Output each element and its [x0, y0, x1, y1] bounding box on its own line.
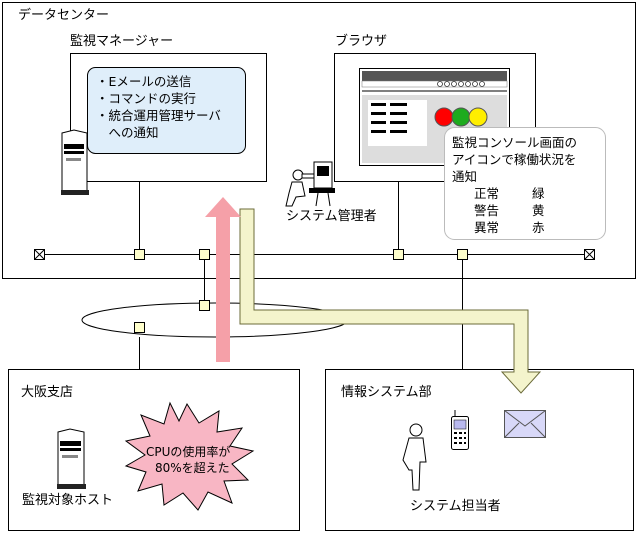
lan-terminator-left — [34, 249, 45, 260]
data-center-title: データセンター — [18, 8, 110, 23]
lan-node — [393, 249, 404, 260]
signal-green-icon — [451, 107, 471, 127]
status-legend: 正常 緑 警告 黄 異常 赤 — [474, 185, 545, 236]
status-callout-box — [444, 127, 606, 240]
osaka-title: 大阪支店 — [21, 385, 74, 400]
status-callout-text: 監視コンソール画面の アイコンで稼働状況を 通知 — [452, 134, 577, 185]
monitored-host-icon — [57, 428, 86, 489]
legend-row: 異常 赤 — [474, 219, 545, 236]
legend-color: 緑 — [532, 186, 545, 201]
manager-title: 監視マネージャー — [70, 34, 174, 49]
wan-node — [134, 322, 145, 333]
info-dept-frame — [325, 369, 634, 531]
person-icon — [402, 423, 427, 491]
manager-actions-list: ・Eメールの送信 ・コマンドの実行 ・統合運用管理サーバ への通知 — [96, 73, 221, 141]
callout-line: 監視コンソール画面の — [452, 135, 578, 150]
legend-color: 黄 — [532, 203, 545, 218]
info-dept-title: 情報システム部 — [341, 385, 432, 400]
mail-envelope-icon — [504, 410, 546, 438]
signal-red-icon — [434, 107, 454, 127]
lan-node — [199, 249, 210, 260]
alert-arrow — [205, 197, 241, 362]
signal-yellow-icon — [468, 107, 488, 127]
notification-arrow — [239, 208, 542, 394]
legend-state: 正常 — [474, 186, 500, 201]
legend-state: 異常 — [474, 220, 500, 235]
callout-line: 通知 — [452, 169, 478, 184]
host-label: 監視対象ホスト — [22, 493, 114, 508]
legend-state: 警告 — [474, 203, 500, 218]
admin-label: システム管理者 — [286, 209, 377, 224]
admin-at-pc-icon — [285, 161, 335, 207]
cpu-alert-burst — [124, 401, 255, 511]
manager-actions-box — [87, 67, 246, 154]
wan-node — [199, 300, 210, 311]
lan-node — [457, 249, 468, 260]
lan-node — [134, 249, 145, 260]
manager-action-item: ・コマンドの実行 — [96, 91, 197, 106]
lan-terminator-right — [584, 249, 595, 260]
manager-action-item: への通知 — [96, 125, 159, 140]
legend-color: 赤 — [532, 220, 545, 235]
manager-action-item: ・Eメールの送信 — [96, 74, 192, 89]
legend-row: 正常 緑 — [474, 185, 545, 202]
burst-text-line: CPUの使用率が — [146, 445, 231, 459]
browser-title: ブラウザ — [335, 34, 388, 49]
burst-text-line: 80%を超えた — [155, 461, 230, 475]
manager-action-item: ・統合運用管理サーバ — [96, 108, 221, 123]
mobile-phone-icon — [451, 410, 469, 450]
person-label: システム担当者 — [410, 499, 501, 514]
server-icon — [61, 129, 89, 195]
callout-line: アイコンで稼働状況を — [452, 152, 577, 167]
legend-row: 警告 黄 — [474, 202, 545, 219]
